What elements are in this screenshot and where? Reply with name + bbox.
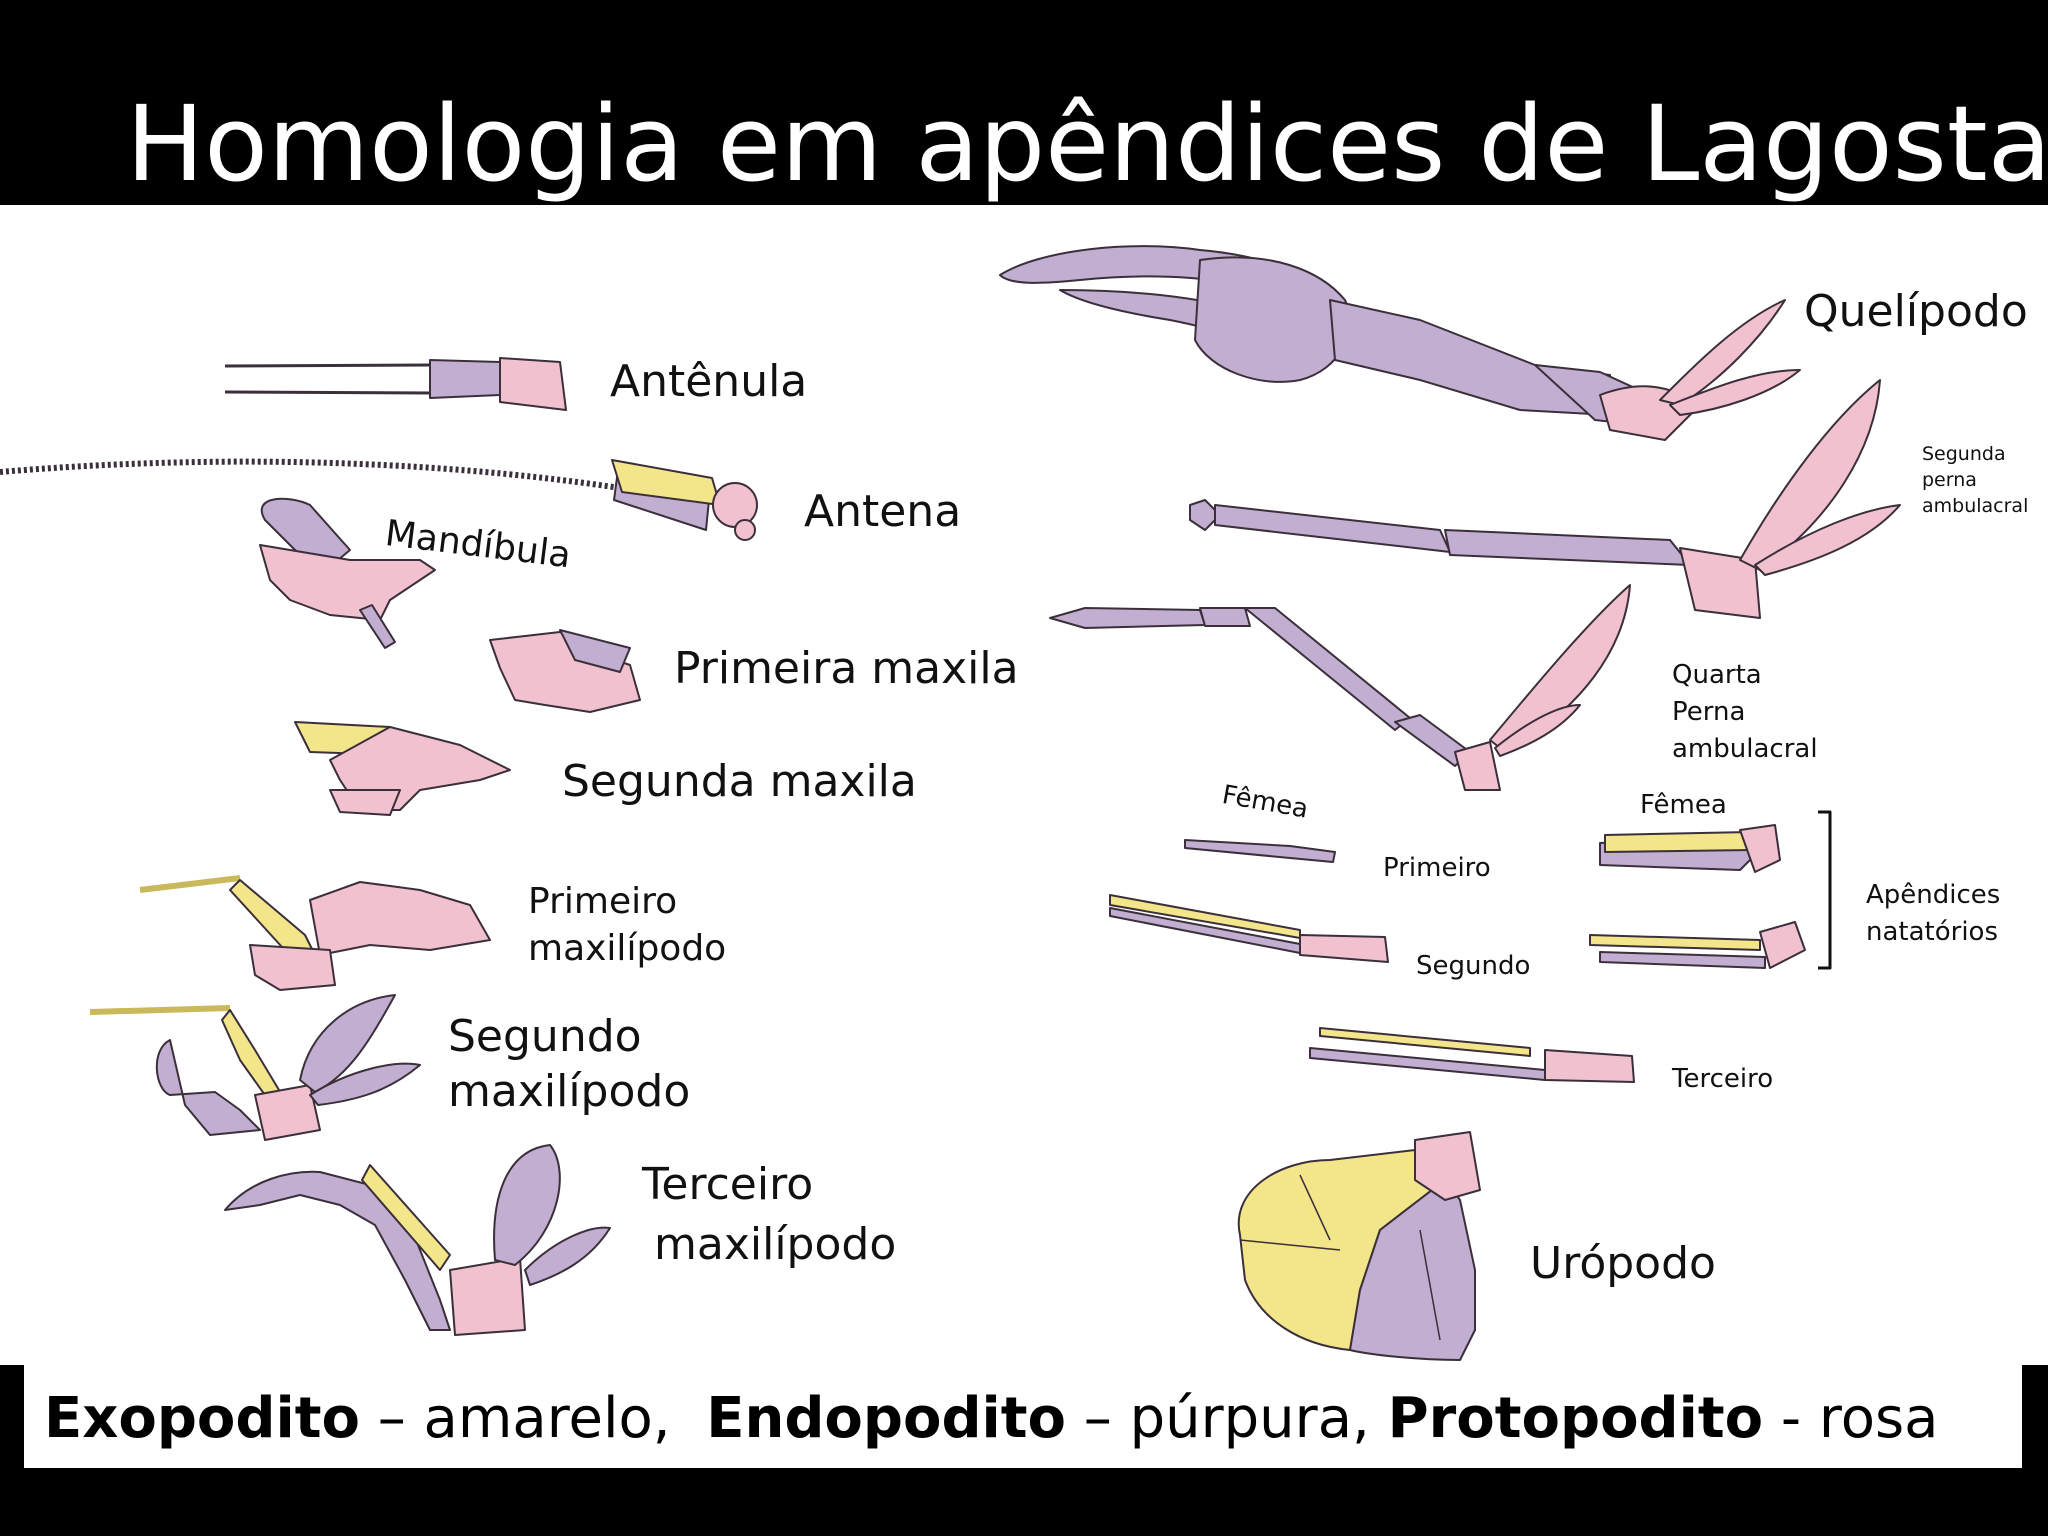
third-maxilliped-drawing xyxy=(224,1144,611,1336)
label-quarta-perna-2: Perna xyxy=(1672,697,1746,727)
label-natatorios-1: Apêndices xyxy=(1866,880,2001,910)
label-femea-right: Fêmea xyxy=(1640,790,1727,820)
first-maxilla-drawing xyxy=(489,629,641,713)
label-segundo: Segundo xyxy=(1416,951,1531,981)
label-terceiro-maxilipodo-2: maxilípodo xyxy=(654,1219,897,1270)
label-primeiro: Primeiro xyxy=(1383,853,1491,883)
legend-endopodite-term: Endopodito xyxy=(706,1386,1066,1451)
fourth-walking-leg-drawing xyxy=(1049,584,1631,791)
uropod-drawing xyxy=(1237,1131,1481,1361)
antenna-drawing xyxy=(0,458,758,541)
label-quelipodo: Quelípodo xyxy=(1804,286,2028,337)
second-maxilla-drawing xyxy=(294,721,511,816)
label-primeiro-maxilipodo-2: maxilípodo xyxy=(528,928,727,969)
label-segundo-maxilipodo-1: Segundo xyxy=(448,1011,642,1062)
label-quarta-perna-3: ambulacral xyxy=(1672,734,1818,764)
title-bar xyxy=(0,0,2048,205)
label-quarta-perna-1: Quarta xyxy=(1672,660,1762,690)
slide-title: Homologia em apêndices de Lagosta xyxy=(126,83,2048,205)
legend-exopodite-color: – amarelo, xyxy=(359,1386,707,1451)
antennule-drawing xyxy=(224,357,567,411)
right-swimmerets-drawing xyxy=(1589,810,1832,970)
label-segunda-perna-3: ambulacral xyxy=(1922,495,2029,517)
label-segunda-perna-1: Segunda xyxy=(1922,443,2006,465)
color-legend: Exopodito – amarelo, Endopodito – púrpur… xyxy=(44,1388,1938,1450)
second-maxilliped-drawing xyxy=(89,994,421,1141)
legend-protopodite-term: Protopodito xyxy=(1387,1386,1764,1451)
legend-endopodite-color: – púrpura, xyxy=(1065,1386,1388,1451)
legend-bar xyxy=(24,1365,2022,1468)
legend-protopodite-color: - rosa xyxy=(1763,1386,1939,1451)
label-antena: Antena xyxy=(804,486,962,537)
legend-exopodite-term: Exopodito xyxy=(44,1386,360,1451)
label-natatorios-2: natatórios xyxy=(1866,917,1999,947)
mandible-drawing xyxy=(259,497,436,649)
cheliped-drawing xyxy=(999,245,1801,441)
second-walking-leg-drawing xyxy=(1189,379,1901,619)
left-swimmerets-drawing xyxy=(1109,839,1635,1083)
label-terceiro-maxilipodo-1: Terceiro xyxy=(642,1159,814,1210)
label-segunda-maxila: Segunda maxila xyxy=(562,756,917,807)
label-primeiro-maxilipodo-1: Primeiro xyxy=(528,881,678,922)
label-primeira-maxila: Primeira maxila xyxy=(674,643,1019,694)
label-terceiro: Terceiro xyxy=(1672,1064,1774,1094)
label-segunda-perna-2: perna xyxy=(1922,469,1977,491)
label-segundo-maxilipodo-2: maxilípodo xyxy=(448,1066,691,1117)
label-antenula: Antênula xyxy=(610,356,808,407)
first-maxilliped-drawing xyxy=(139,875,491,991)
label-uropodo: Urópodo xyxy=(1530,1238,1716,1289)
